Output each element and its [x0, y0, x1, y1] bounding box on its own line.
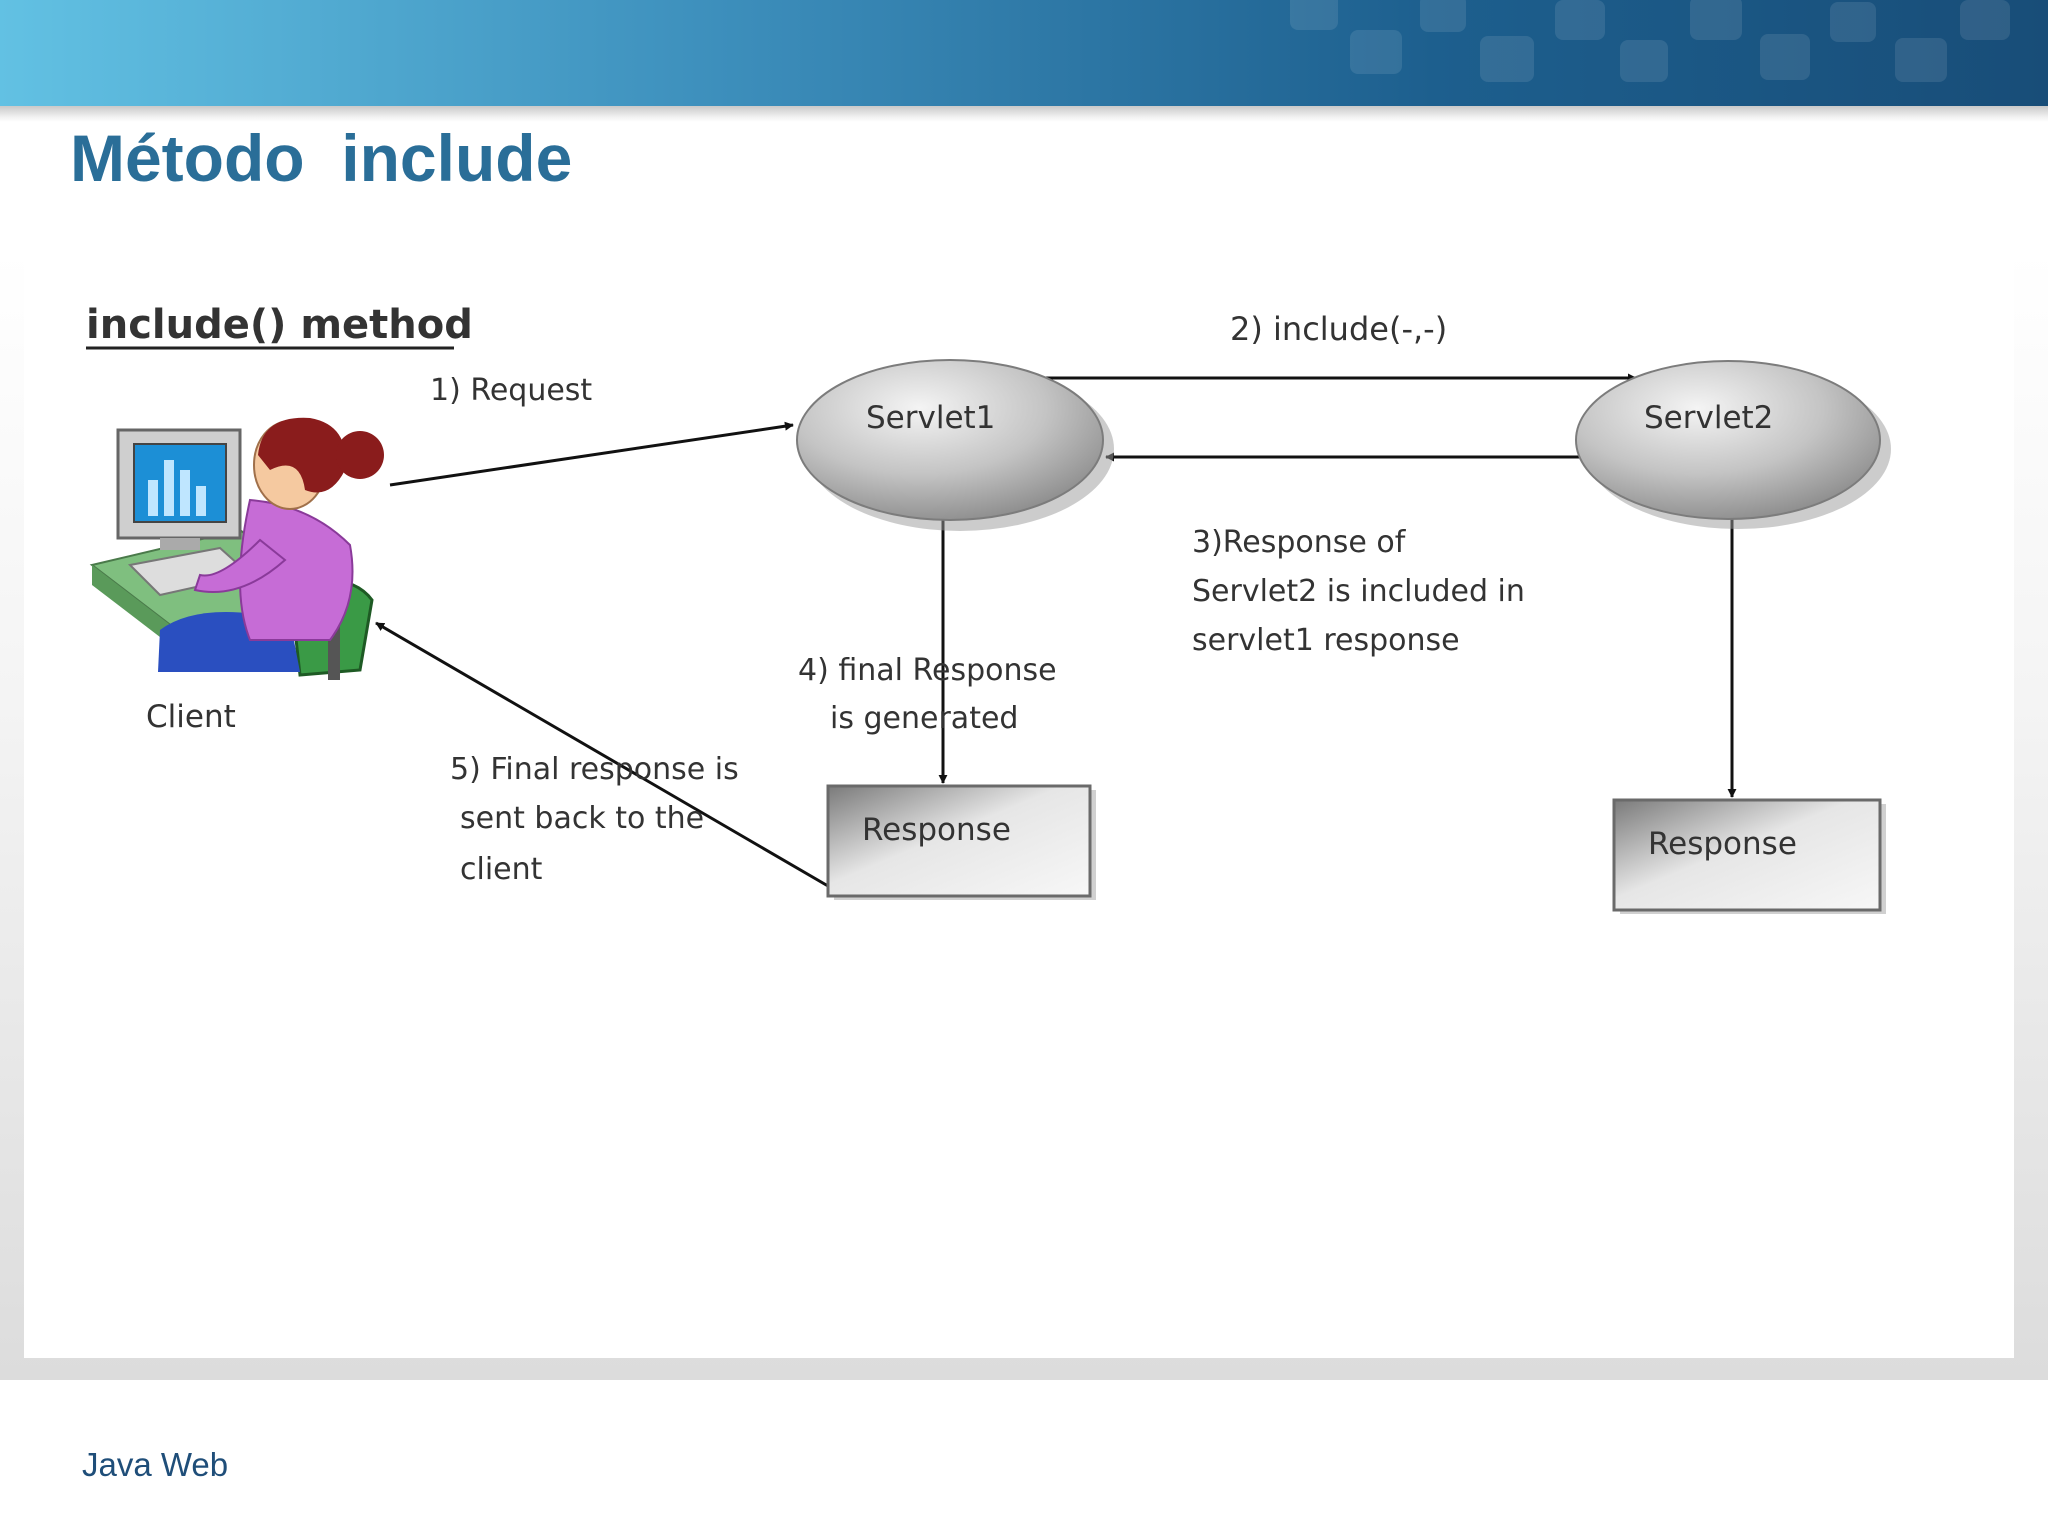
arrow-request — [390, 425, 793, 485]
diagram-heading-text: include() method — [86, 302, 473, 348]
step3-line3: servlet1 response — [1192, 623, 1460, 658]
step5-line1: 5) Final response is — [450, 752, 739, 787]
servlet1-node: Servlet1 — [797, 360, 1114, 531]
step2-label: 2) include(-,-) — [1230, 310, 1447, 348]
response2-label: Response — [1648, 826, 1797, 862]
step3-line1: 3)Response of — [1192, 525, 1407, 560]
step4-line1: 4) final Response — [798, 653, 1057, 688]
response1-label: Response — [862, 812, 1011, 848]
servlet2-node: Servlet2 — [1576, 361, 1891, 529]
response2-node: Response — [1614, 800, 1886, 914]
response1-node: Response — [828, 786, 1096, 900]
step5-label: 5) Final response is sent back to the cl… — [450, 752, 739, 887]
step3-label: 3)Response of Servlet2 is included in se… — [1192, 525, 1525, 658]
client-illustration: Client — [92, 418, 384, 735]
servlet2-label: Servlet2 — [1644, 400, 1773, 436]
step4-line2: is generated — [830, 701, 1018, 736]
step1-label: 1) Request — [430, 373, 592, 408]
step5-line3: client — [460, 852, 543, 887]
servlet1-label: Servlet1 — [866, 400, 995, 436]
diagram-heading: include() method — [86, 302, 473, 348]
footer-text: Java Web — [82, 1446, 228, 1484]
step4-label: 4) final Response is generated — [798, 653, 1057, 736]
step5-line2: sent back to the — [460, 801, 704, 836]
client-label: Client — [146, 699, 236, 735]
step3-line2: Servlet2 is included in — [1192, 574, 1525, 609]
